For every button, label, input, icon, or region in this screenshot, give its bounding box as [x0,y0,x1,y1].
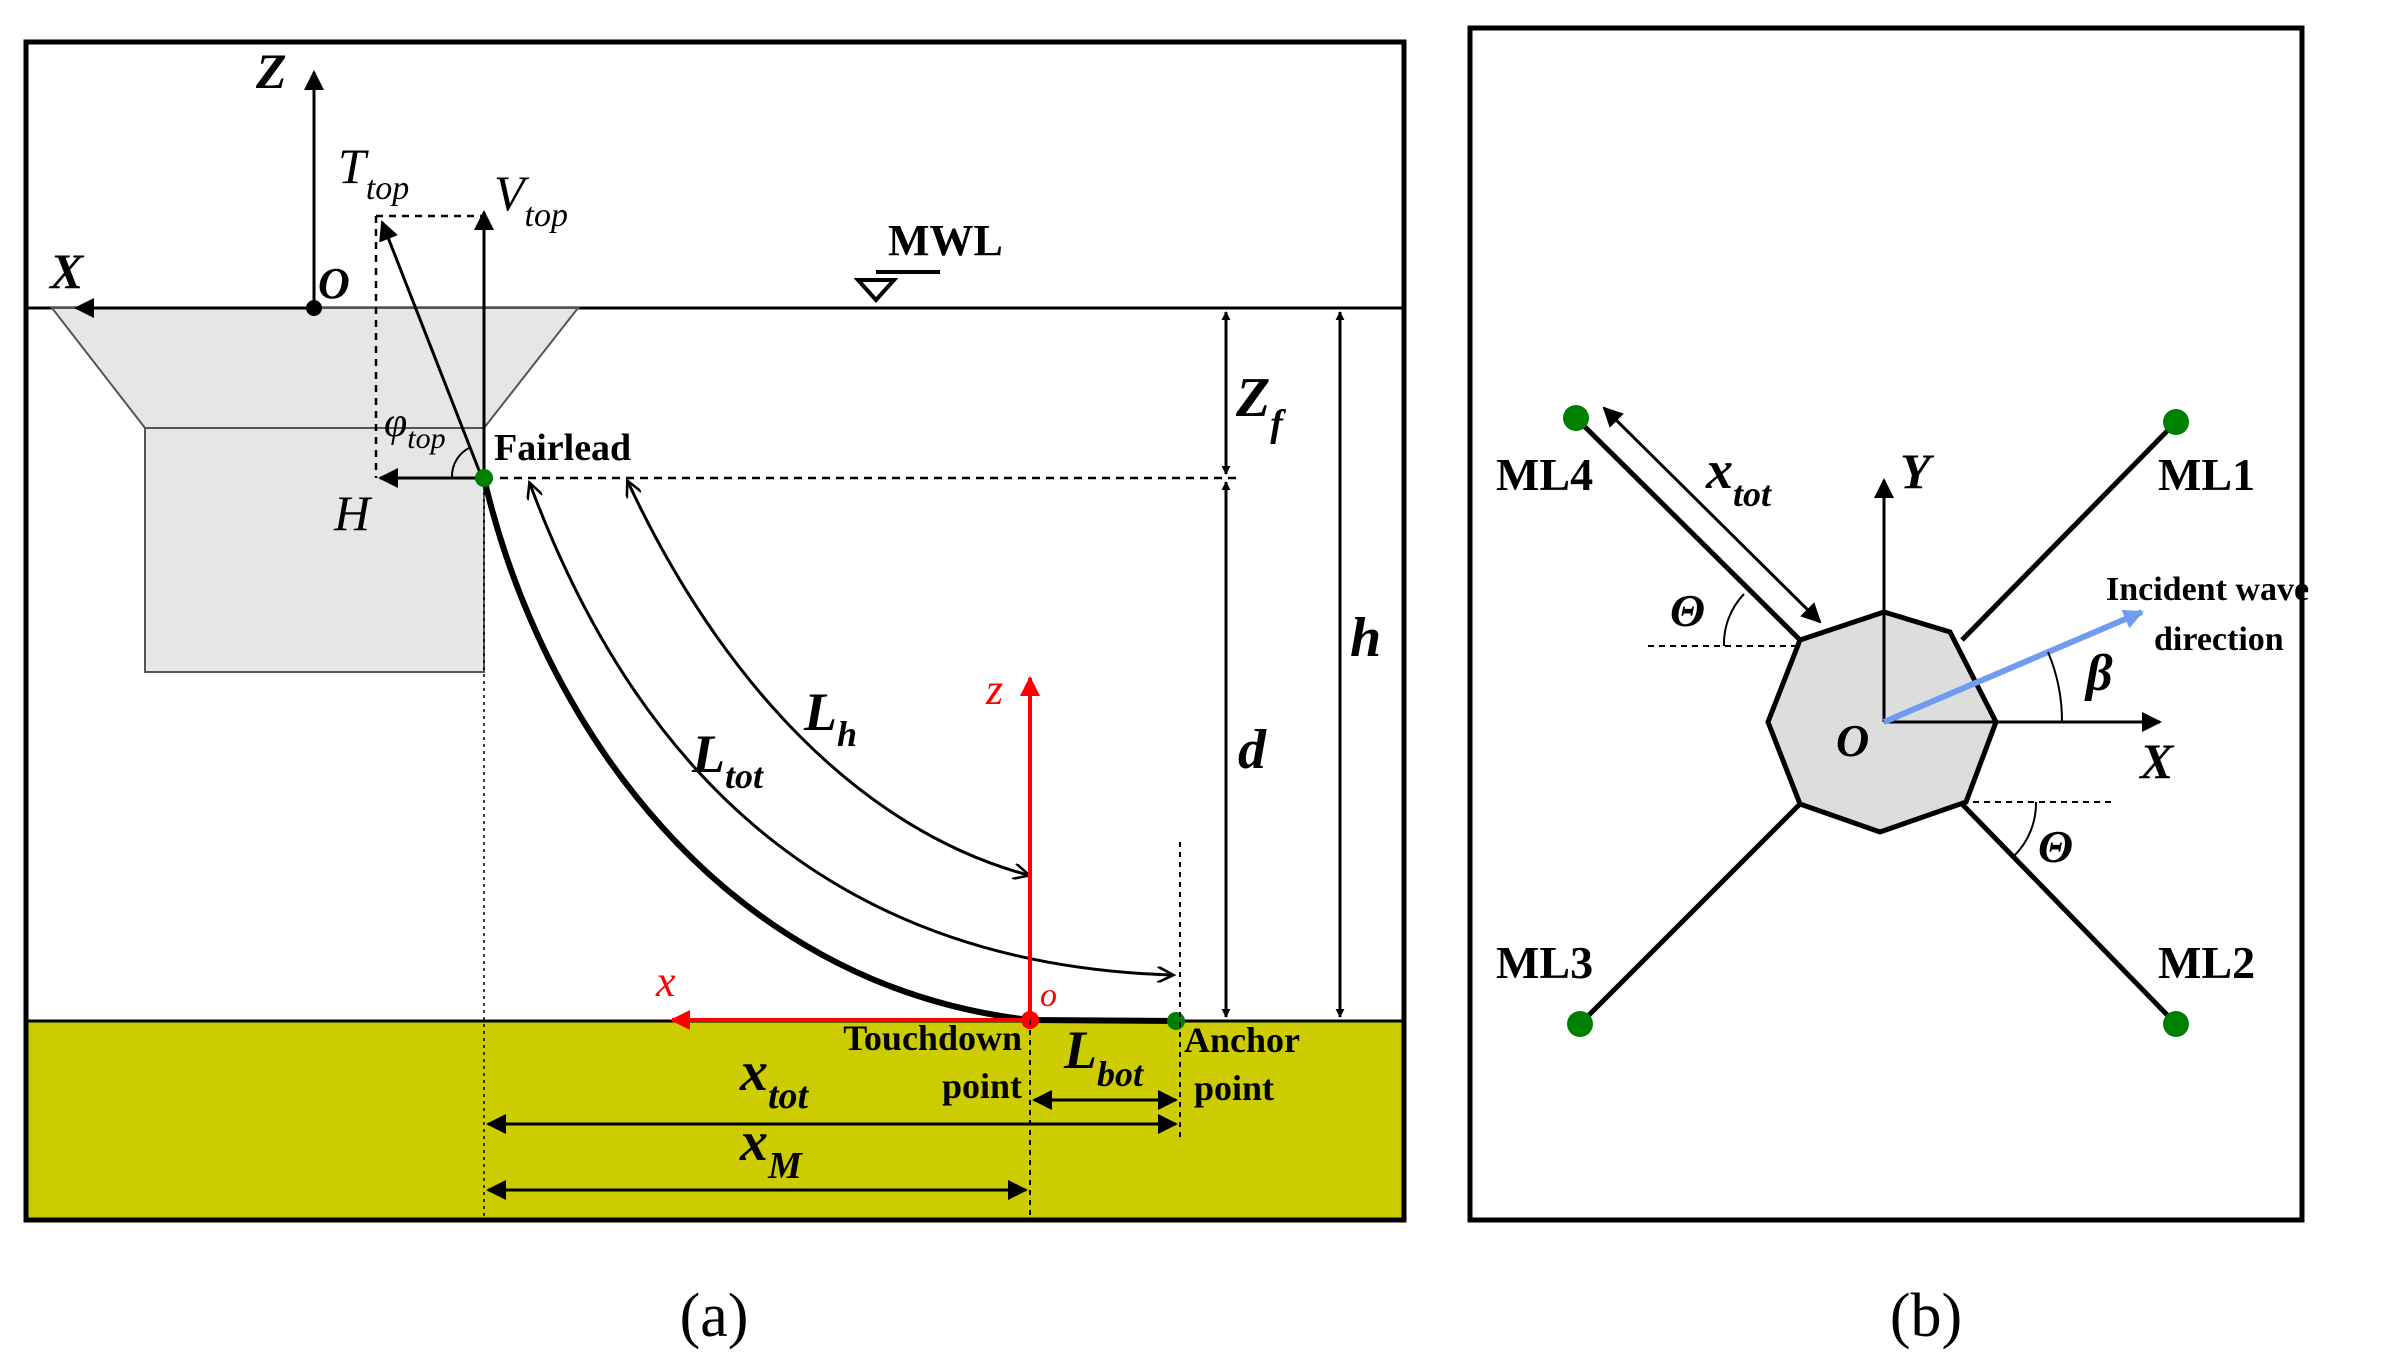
xtot-arrow-b [1602,406,1822,624]
fairlead-label: Fairlead [494,427,631,469]
anchor-label-line1: Anchor [1184,1020,1300,1060]
global-origin-dot [306,300,322,316]
global-z-label: Z [255,43,287,99]
d-label: d [1238,719,1267,781]
caption-a: (a) [680,1282,749,1350]
floater-lower [144,427,485,673]
anchor-label-line2: point [1194,1068,1274,1108]
mooring-line [481,477,1177,1024]
xm-label: xM [739,1111,803,1187]
mwl-triangle [853,278,899,303]
xtot-label-b: xtot [1705,440,1772,514]
anchor-ml1 [2163,409,2189,435]
panel-a-frame [23,39,1407,1223]
global-origin-label: O [318,259,350,308]
phi-label: φtop [384,400,446,455]
anchor-ml4 [1563,405,1589,431]
zf-label: Zf [1235,367,1286,445]
ml4-label: ML4 [1496,449,1593,500]
panel-b-frame [1467,25,2305,1223]
local-x-label: x [655,957,676,1006]
horizontal-force-label: H [333,485,373,541]
phi-arc [450,446,472,479]
beta-label: β [2084,645,2113,702]
lh-label: Lh [803,682,857,754]
mwl-label: MWL [888,216,1003,265]
ml1-label: ML1 [2158,449,2255,500]
touchdown-label-line1: Touchdown [843,1018,1022,1058]
origin-label-b: O [1836,715,1869,766]
mooring-line-ml2 [1960,802,2178,1026]
anchor-point [1167,1012,1185,1030]
global-x-label: X [48,243,85,299]
platform-octagon [1765,609,1999,835]
panel-b: Y X O β Incident wave direction xtot Θ Θ… [1467,25,2309,1350]
xtot-label: xtot [739,1041,810,1117]
theta-label-upper: Θ [1670,585,1705,636]
theta-label-lower: Θ [2038,821,2073,872]
lbot-label: Lbot [1063,1020,1144,1094]
incident-wave-label-line1: Incident wave [2106,571,2309,608]
tension-arrow [379,220,484,479]
theta-arc-lower [2013,801,2038,857]
theta-arc-upper [1722,593,1745,647]
h-label: h [1350,607,1381,669]
lh-arrow [628,482,1028,875]
panel-a: Z X O Ttop Vtop φtop H MWL Fairlead Lh [23,39,1407,1350]
incident-wave-arrow [1882,609,2144,725]
mooring-line-ml3 [1578,802,1802,1026]
tension-label: Ttop [338,138,409,207]
local-origin-label: o [1040,977,1057,1014]
ltot-arrow [530,484,1172,975]
touchdown-label-line2: point [942,1066,1022,1106]
x-label-b: X [2138,733,2175,789]
beta-arc [2047,651,2064,723]
anchor-ml2 [2163,1011,2189,1037]
floater-upper [49,307,581,429]
vertical-force-label: Vtop [494,165,568,234]
local-z-label: z [985,665,1003,714]
y-label-b: Y [1900,443,1935,499]
mooring-line-ml1 [1960,420,2178,642]
ltot-label: Ltot [691,724,764,796]
fairlead-point [475,469,493,487]
ml3-label: ML3 [1496,937,1593,988]
anchor-ml3 [1567,1011,1593,1037]
ml2-label: ML2 [2158,937,2255,988]
incident-wave-label-line2: direction [2154,621,2284,658]
caption-b: (b) [1890,1282,1962,1350]
